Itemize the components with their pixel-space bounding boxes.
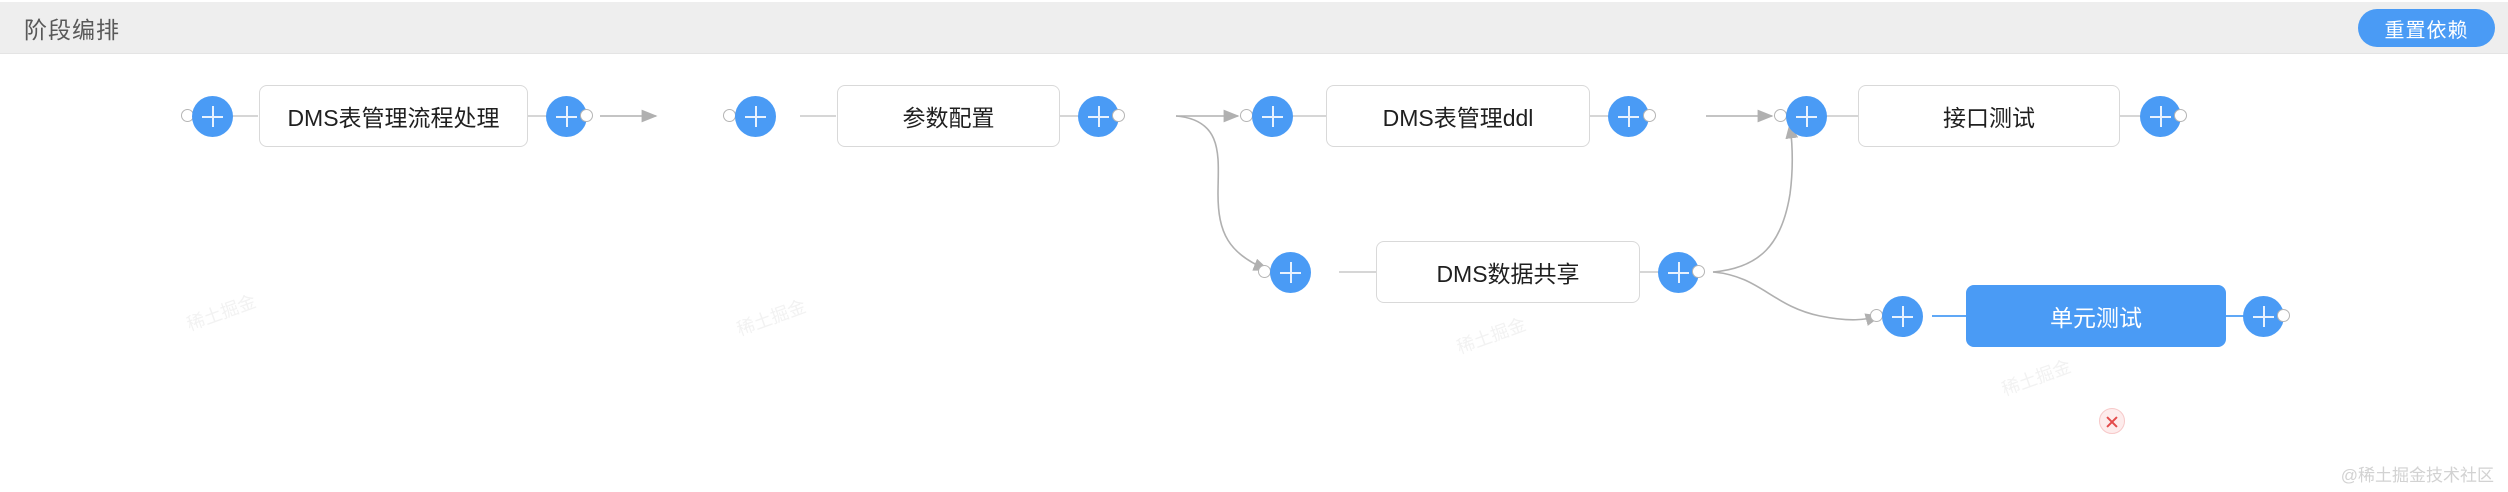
reset-dependency-button[interactable]: 重置依赖 <box>2358 9 2495 47</box>
anchor-dot-9[interactable] <box>1692 265 1705 278</box>
anchor-dot-1[interactable] <box>580 109 593 122</box>
pipeline-node-label: DMS表管理ddl <box>1382 105 1534 131</box>
pipeline-node-label: 接口测试 <box>1943 105 2035 131</box>
pipeline-node-label: 参数配置 <box>902 105 995 131</box>
add-stage-button-8[interactable] <box>1270 252 1311 293</box>
pipeline-node-label: 单元测试 <box>2050 305 2142 331</box>
pipeline-node-5[interactable]: DMS数据共享 <box>1376 241 1640 303</box>
pipeline-node-label: DMS数据共享 <box>1436 261 1580 287</box>
add-stage-button-6[interactable] <box>1786 96 1827 137</box>
pipeline-node-6[interactable]: 单元测试 <box>1966 285 2226 347</box>
pipeline-node-label: DMS表管理流程处理 <box>287 105 500 131</box>
add-stage-button-2[interactable] <box>735 96 776 137</box>
add-stage-button-4[interactable] <box>1252 96 1293 137</box>
add-stage-button-start[interactable] <box>192 96 233 137</box>
anchor-dot-3[interactable] <box>1112 109 1125 122</box>
pipeline-node-4[interactable]: 接口测试 <box>1858 85 2120 147</box>
diagonal-watermark: 稀土掘金 <box>1999 356 2074 400</box>
diagonal-watermark: 稀土掘金 <box>184 291 259 335</box>
pipeline-node-3[interactable]: DMS表管理ddl <box>1326 85 1590 147</box>
anchor-dot-11[interactable] <box>2277 309 2290 322</box>
pipeline-canvas[interactable]: DMS表管理流程处理 参数配置 DMS表管理ddl 接口测试 DMS数据共享 <box>0 54 2508 492</box>
site-watermark: @稀土掘金技术社区 <box>2340 466 2494 485</box>
diagonal-watermark: 稀土掘金 <box>1454 314 1529 358</box>
anchor-dot-7[interactable] <box>2174 109 2187 122</box>
anchor-dot-5[interactable] <box>1643 109 1656 122</box>
add-stage-button-10[interactable] <box>1882 296 1923 337</box>
page-title: 阶段编排 <box>24 16 120 43</box>
page-header: 阶段编排 重置依赖 <box>0 2 2508 54</box>
delete-stage-close-icon[interactable] <box>2099 408 2125 434</box>
add-stage-button-5[interactable] <box>1608 96 1649 137</box>
diagonal-watermark: 稀土掘金 <box>734 296 809 340</box>
pipeline-node-1[interactable]: DMS表管理流程处理 <box>259 85 528 147</box>
pipeline-node-2[interactable]: 参数配置 <box>837 85 1060 147</box>
